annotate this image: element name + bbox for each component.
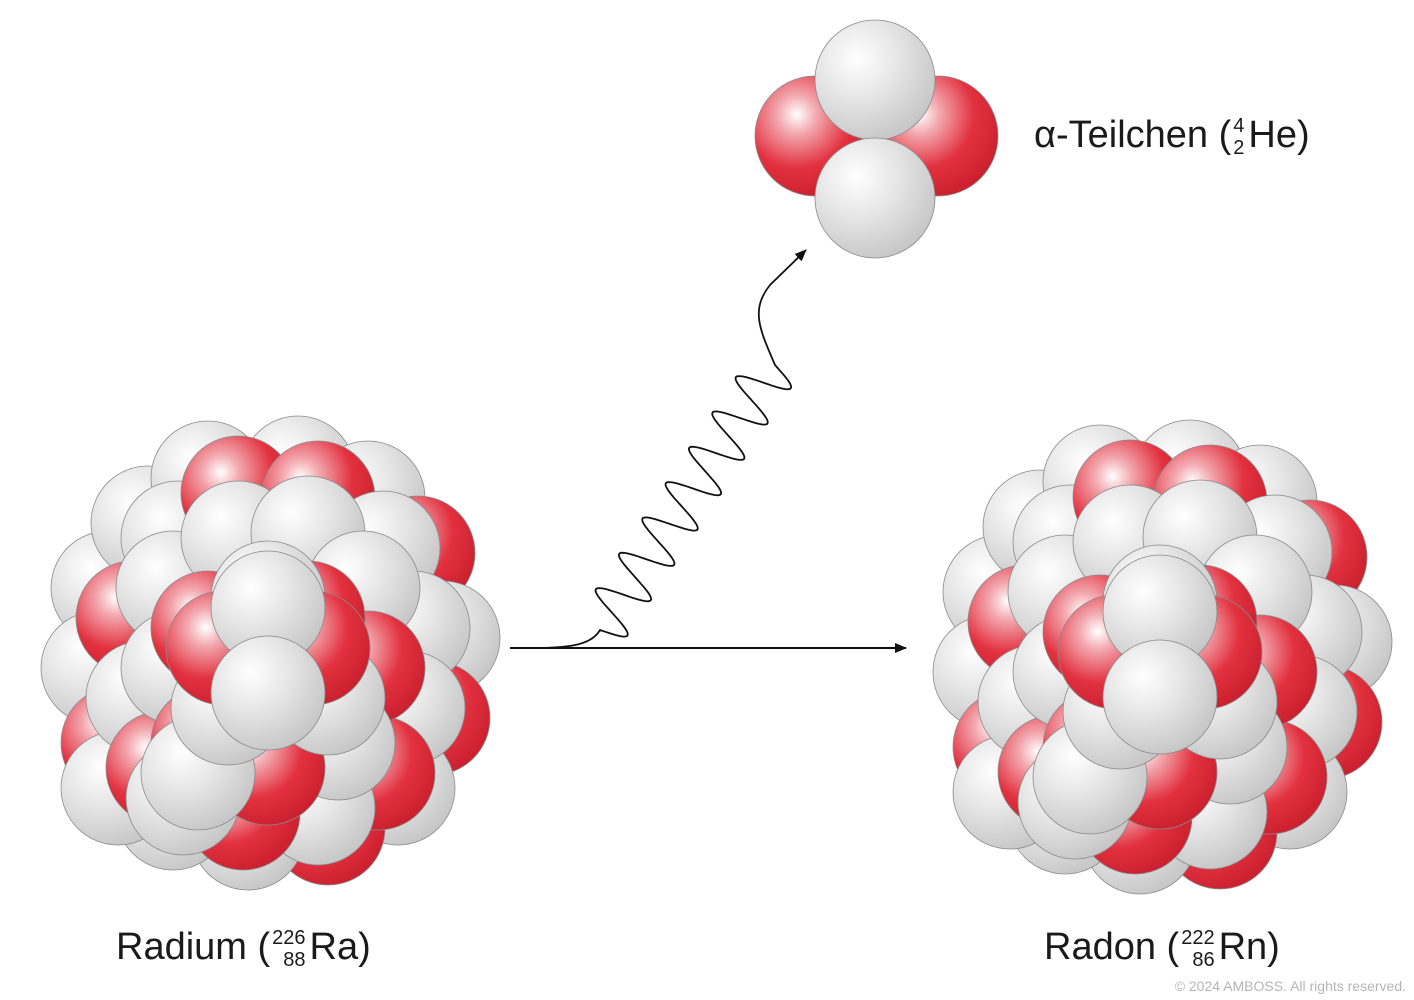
alpha-particle xyxy=(754,19,999,259)
neutron-sphere xyxy=(210,635,326,751)
neutron-sphere xyxy=(814,19,936,141)
copyright-notice: © 2024 AMBOSS. All rights reserved. xyxy=(1174,978,1406,994)
radium-nucleus xyxy=(40,415,501,891)
radon-nucleus xyxy=(932,419,1393,895)
neutron-sphere xyxy=(814,137,936,259)
emission-wave-arrow xyxy=(519,249,807,649)
neutron-sphere xyxy=(1102,639,1218,755)
